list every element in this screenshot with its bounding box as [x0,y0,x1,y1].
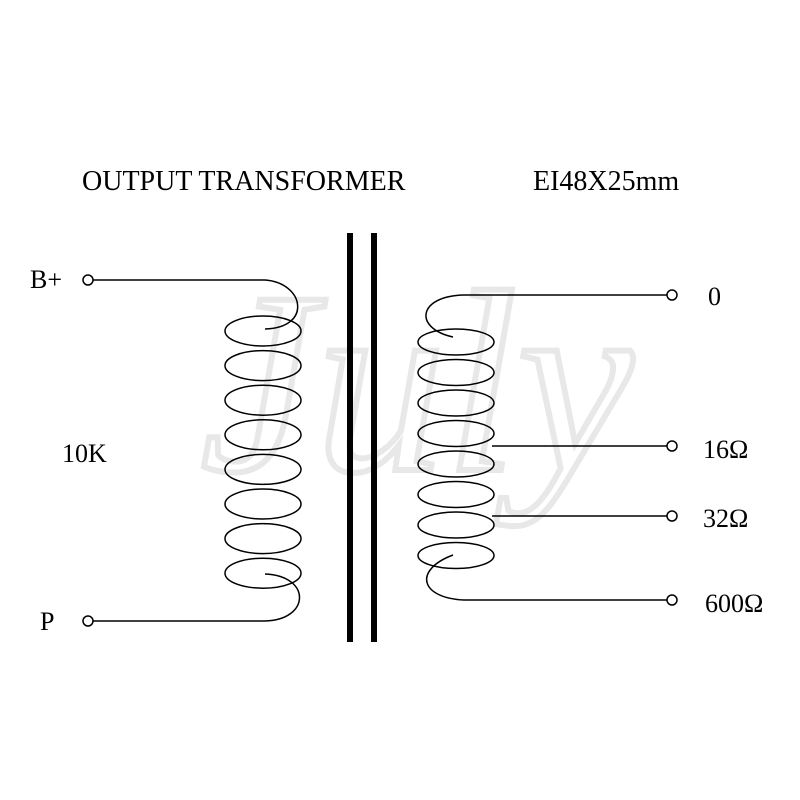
terminal-p-label: P [40,607,54,636]
terminal-32 [666,510,678,522]
primary-coil [224,315,302,589]
diagram-title: OUTPUT TRANSFORMER [82,166,406,197]
primary-top-arc [264,279,299,330]
terminal-b-plus [82,274,94,286]
primary-coil-loop [224,522,302,555]
terminal-b-plus-label: B+ [30,265,62,294]
primary-coil-loop [224,315,302,347]
primary-coil-loop [224,419,302,451]
secondary-coil-loop [417,389,495,417]
secondary-coil-loop [417,358,495,387]
secondary-top-arc [425,294,465,338]
tap-label-16: 16Ω [703,435,748,464]
secondary-coil-loop [417,511,495,539]
secondary-coil-loop [417,419,495,448]
watermark-logo: July [200,239,635,527]
terminal-16 [666,440,678,452]
secondary-coil-loop [417,541,495,570]
primary-coil-loop [224,557,302,589]
secondary-winding [417,289,678,606]
primary-coil-loop [224,384,302,416]
primary-winding [82,274,302,627]
tap-label-32: 32Ω [703,504,748,533]
primary-coil-loop [224,488,302,520]
secondary-bottom-arc [425,554,465,601]
tap-label-0: 0 [708,282,721,311]
secondary-coil-loop [417,328,495,356]
terminal-0 [666,289,678,301]
primary-impedance-label: 10K [62,439,107,468]
secondary-coil-loop [417,480,495,509]
primary-coil-loop [224,453,302,486]
primary-bottom-arc [264,573,301,622]
tap-label-600: 600Ω [705,589,763,618]
secondary-coil [417,328,495,570]
core-spec-label: EI48X25mm [533,166,679,197]
terminal-600 [666,594,678,606]
terminal-p [82,615,94,627]
primary-coil-loop [224,349,302,382]
secondary-coil-loop [417,450,495,478]
